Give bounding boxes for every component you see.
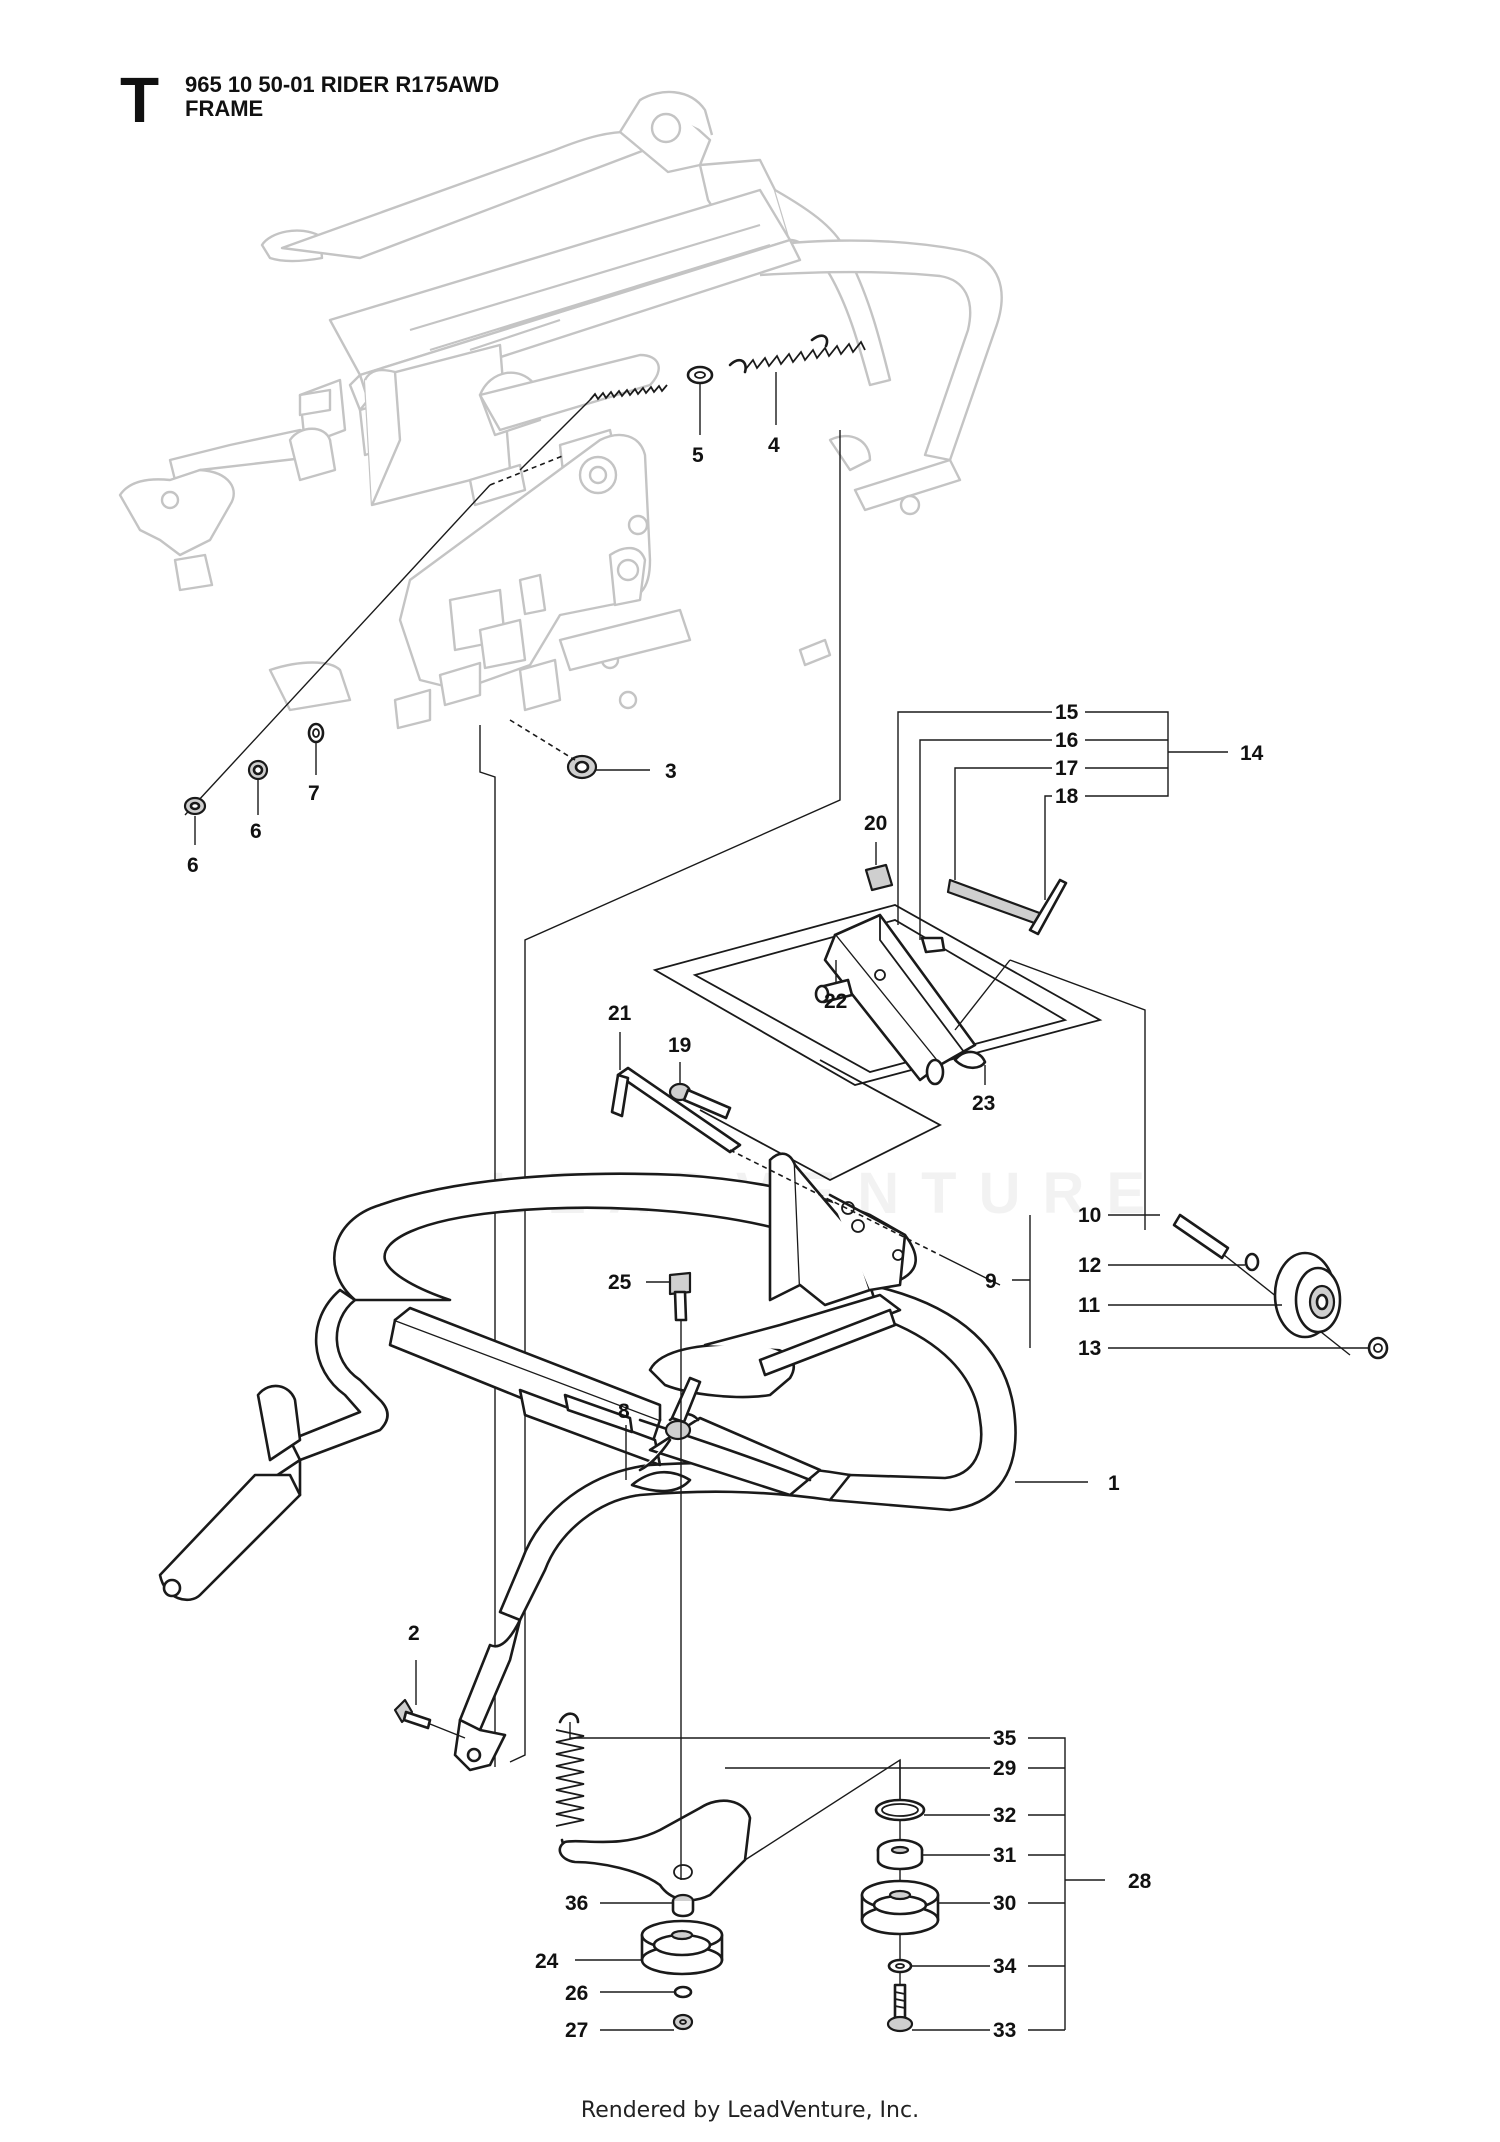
spring-4 [728, 334, 866, 374]
pedal-dashed-line [729, 1149, 941, 1256]
callout-27: 27 [565, 2019, 588, 2042]
callout-2: 2 [408, 1622, 420, 1645]
bolt-22 [814, 978, 854, 1004]
clip-23 [953, 1050, 987, 1070]
rod-21 [610, 1066, 742, 1154]
callout-1: 1 [1108, 1472, 1120, 1495]
callout-26: 26 [565, 1982, 588, 2005]
model-title: 965 10 50-01 RIDER R175AWD [185, 72, 500, 97]
pulley-24 [640, 1919, 724, 1976]
idler-arm-29 [558, 1758, 901, 1902]
grip-17 [946, 878, 1047, 927]
bolt-33 [886, 1983, 914, 2033]
callout-28: 28 [1128, 1870, 1152, 1893]
pin-10 [1172, 1213, 1230, 1260]
pedal-arm-assembly [630, 1152, 907, 1493]
callout-20: 20 [864, 812, 887, 835]
bearing-31 [876, 1838, 924, 1871]
pedal-axis-line [939, 1254, 1001, 1286]
pin-16 [920, 936, 946, 954]
callout-35: 35 [993, 1727, 1017, 1750]
bolt-2 [393, 1698, 466, 1739]
washer-34 [887, 1958, 913, 1974]
spring-dashed-line [489, 454, 566, 486]
callout-7: 7 [308, 782, 320, 805]
nut-6a [183, 796, 207, 816]
callout-23: 23 [972, 1092, 995, 1115]
pedal-plate-frame [652, 904, 1146, 1230]
callout-4: 4 [768, 434, 780, 457]
callout-3: 3 [665, 760, 677, 783]
nut-27 [672, 2013, 694, 2031]
washer-26 [673, 1985, 693, 1999]
callout-9: 9 [985, 1270, 997, 1293]
nut-13 [1367, 1336, 1389, 1360]
section-letter: T [120, 64, 160, 136]
callout-17: 17 [1055, 757, 1078, 780]
callout-22: 22 [824, 990, 847, 1013]
callout-8: 8 [618, 1400, 630, 1423]
callout-34: 34 [993, 1955, 1017, 1978]
callout-29: 29 [993, 1757, 1016, 1780]
callout-12: 12 [1078, 1254, 1101, 1277]
bolt-path-frame [699, 1059, 942, 1182]
nut-3 [566, 754, 598, 780]
callout-21: 21 [608, 1002, 632, 1025]
callout-32: 32 [993, 1804, 1016, 1827]
callout-24: 24 [535, 1950, 559, 1973]
callout-14: 14 [1240, 742, 1264, 765]
callout-30: 30 [993, 1892, 1016, 1915]
bushing-36 [671, 1893, 695, 1918]
hardware-axis-line [184, 484, 491, 816]
leader-lines [194, 372, 1368, 2031]
callout-13: 13 [1078, 1337, 1101, 1360]
callout-5: 5 [692, 444, 704, 467]
pedal-bracket-15 [823, 913, 977, 1086]
assembly-framing-lines [479, 430, 841, 1767]
callout-36: 36 [565, 1892, 588, 1915]
wheel-11 [1273, 1251, 1342, 1339]
callout-19: 19 [668, 1034, 691, 1057]
callout-11: 11 [1078, 1294, 1101, 1317]
callout-16: 16 [1055, 729, 1078, 752]
callout-6a: 6 [187, 854, 199, 877]
bracket-leader [954, 959, 1011, 1031]
callout-18: 18 [1055, 785, 1079, 808]
callout-6b: 6 [250, 820, 262, 843]
callout-31: 31 [993, 1844, 1017, 1867]
nut-6b [247, 759, 269, 781]
chassis-frame-background [118, 90, 1003, 730]
callout-25: 25 [608, 1271, 632, 1294]
rod-18 [1028, 878, 1068, 936]
callout-15: 15 [1055, 701, 1079, 724]
callout-10: 10 [1078, 1204, 1101, 1227]
callout-33: 33 [993, 2019, 1016, 2042]
bolt-25 [668, 1271, 692, 1362]
main-frame-tube-1 [158, 1172, 1017, 1772]
spring-axis-line [519, 399, 591, 471]
section-title: FRAME [185, 96, 264, 121]
footer-credit: Rendered by LeadVenture, Inc. [580, 2098, 920, 2123]
callout-numbers: 1 2 3 4 5 6 6 7 8 9 10 11 12 13 14 15 16… [187, 434, 1264, 2042]
nut3-dashed-line [509, 719, 576, 761]
nut-20 [864, 863, 894, 892]
washer-12 [1244, 1252, 1260, 1272]
pulley-30 [860, 1879, 940, 1936]
washer-7 [307, 722, 325, 744]
snap-ring-32 [874, 1798, 926, 1822]
